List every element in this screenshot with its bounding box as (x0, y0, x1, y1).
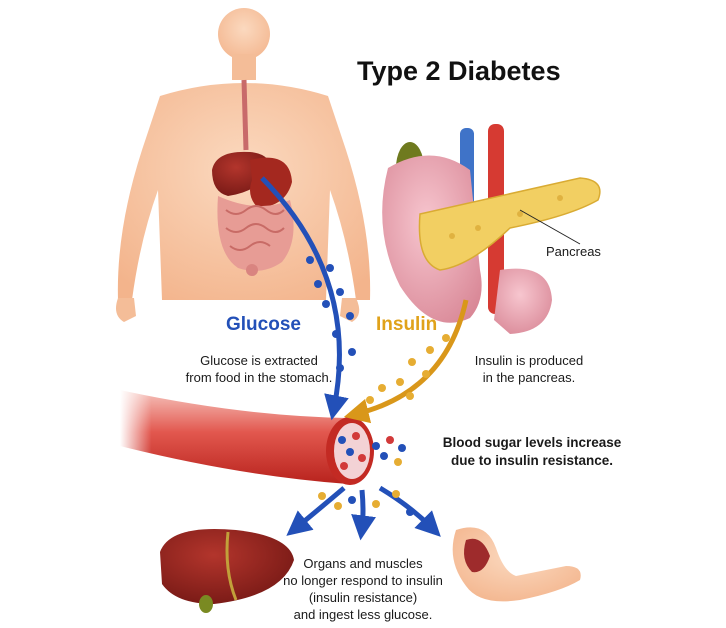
stomach-caption-line-1: Glucose is extracted (200, 353, 318, 368)
pancreas-caption: Insulin is produced in the pancreas. (448, 352, 610, 386)
insulin-particles (366, 334, 450, 404)
organs-caption-line-3: (insulin resistance) (308, 590, 418, 605)
blood-sugar-caption-line-1: Blood sugar levels increase (442, 435, 622, 450)
pancreas-caption-line-2: in the pancreas. (482, 370, 576, 385)
blood-vessel (120, 380, 374, 485)
blood-sugar-caption: Blood sugar levels increase due to insul… (420, 434, 644, 470)
arm-muscle-illustration (452, 527, 581, 602)
blood-cell-particles (338, 432, 406, 470)
organs-caption-line-4: and ingest less glucose. (293, 607, 433, 622)
stomach-caption: Glucose is extracted from food in the st… (168, 352, 350, 386)
organs-caption-line-1: Organs and muscles (303, 556, 423, 571)
digestive-organs (212, 79, 294, 276)
glucose-arrow (260, 176, 349, 421)
pancreas-label: Pancreas (546, 244, 601, 259)
pancreas-illustration (382, 124, 601, 334)
liver-illustration (160, 528, 294, 613)
diagram-title: Type 2 Diabetes (357, 56, 561, 86)
stomach-caption-line-2: from food in the stomach. (185, 370, 333, 385)
insulin-label: Insulin (376, 314, 438, 335)
organs-caption-line-2: no longer respond to insulin (283, 573, 443, 588)
outflow-arrows (286, 485, 441, 541)
outflow-particles (318, 490, 414, 516)
organs-caption: Organs and muscles no longer respond to … (262, 555, 464, 623)
glucose-label: Glucose (226, 314, 301, 335)
blood-sugar-caption-line-2: due to insulin resistance. (450, 453, 614, 468)
glucose-particles (306, 256, 356, 372)
pancreas-caption-line-1: Insulin is produced (474, 353, 584, 368)
